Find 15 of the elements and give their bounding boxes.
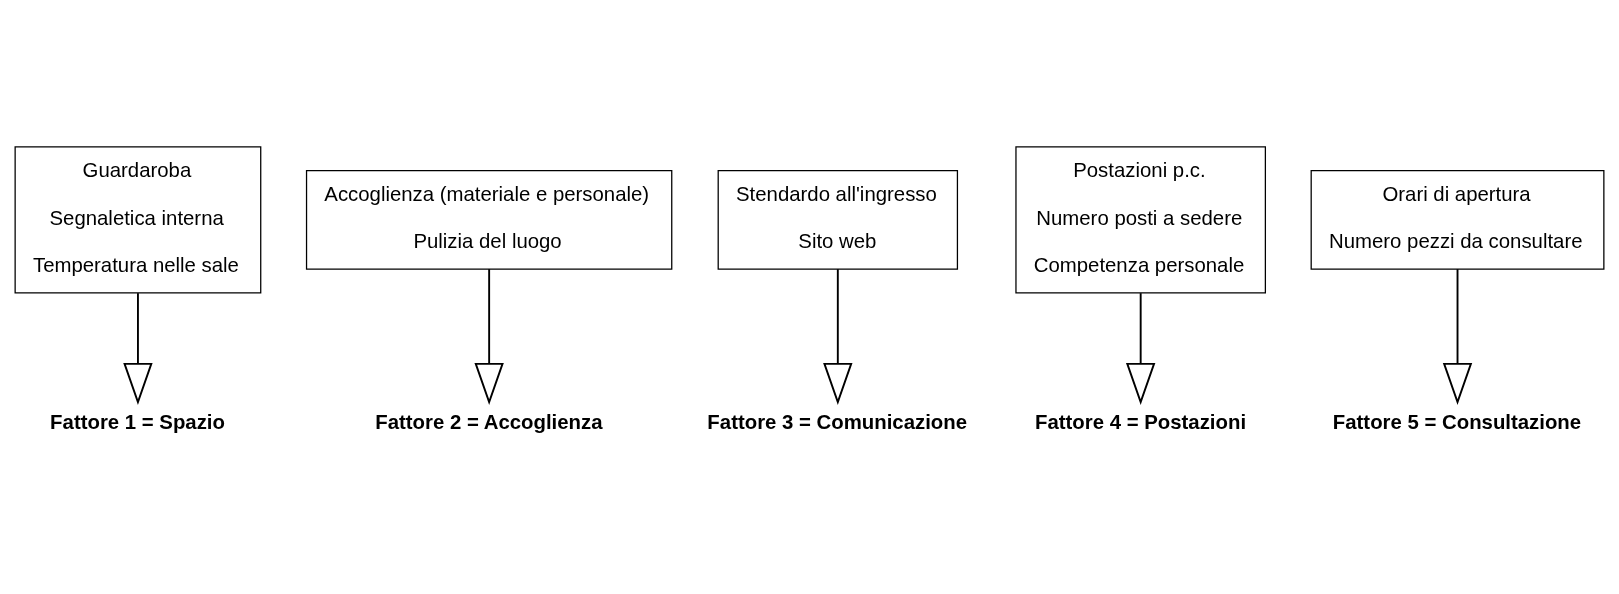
node-text: Fattore 4 = Postazioni bbox=[1035, 410, 1247, 433]
node-box: Guardaroba Segnaletica interna Temperatura nelle sale bbox=[14, 145, 262, 294]
node-text: Fattore 3 = Comunicazione bbox=[707, 410, 968, 433]
node-box: Accoglienza (materiale e personale) Pulizia del luogo bbox=[305, 169, 673, 270]
arrow bbox=[1125, 291, 1156, 405]
node-box: Orari di apertura Numero pezzi da consultare bbox=[1310, 169, 1605, 270]
node-box: Stendardo all'ingresso Sito web bbox=[717, 169, 959, 270]
node-box: Postazioni p.c. Numero posti a sedere Competenza personale bbox=[1015, 145, 1266, 294]
node-text: Fattore 2 = Accoglienza bbox=[375, 410, 603, 433]
arrow bbox=[1442, 267, 1473, 405]
arrow bbox=[123, 291, 153, 405]
node-text: Fattore 1 = Spazio bbox=[50, 410, 225, 433]
arrow bbox=[474, 267, 504, 405]
arrow bbox=[823, 267, 853, 405]
node-text: Fattore 5 = Consultazione bbox=[1332, 410, 1582, 433]
